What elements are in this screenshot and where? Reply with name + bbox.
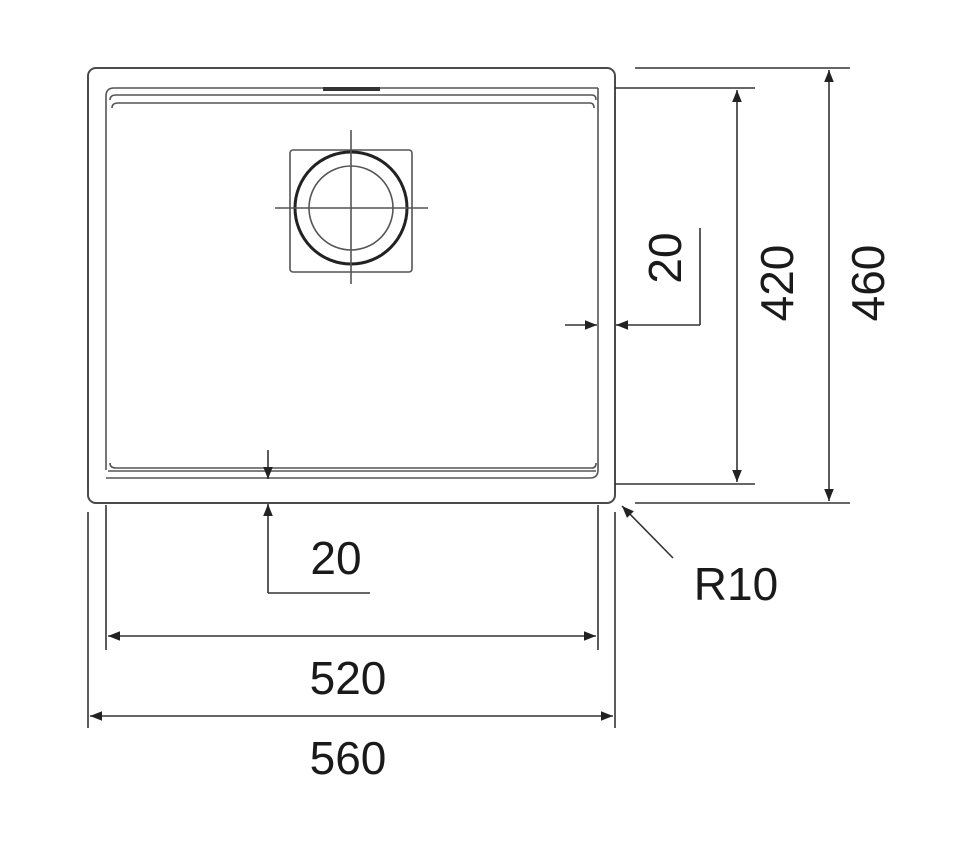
dimension-outer-depth: 460 bbox=[824, 70, 894, 501]
dimension-side-offset: 20 bbox=[565, 228, 701, 330]
side-offset-label: 20 bbox=[639, 232, 691, 283]
basin bbox=[105, 87, 599, 479]
outer-depth-label: 460 bbox=[842, 245, 894, 322]
extension-lines bbox=[87, 67, 850, 728]
drain bbox=[275, 130, 428, 284]
inner-width-label: 520 bbox=[310, 652, 387, 704]
corner-radius-callout: R10 bbox=[621, 505, 778, 610]
dimension-inner-width: 520 bbox=[108, 631, 596, 704]
dimension-inner-depth: 420 bbox=[732, 90, 803, 482]
dimension-bottom-offset: 20 bbox=[263, 450, 370, 594]
outer-width-label: 560 bbox=[310, 732, 387, 784]
outer-rim bbox=[87, 67, 616, 504]
inner-depth-label: 420 bbox=[751, 245, 803, 322]
bottom-offset-label: 20 bbox=[310, 532, 361, 584]
overflow-slot bbox=[323, 87, 380, 91]
sink-outline bbox=[87, 67, 616, 504]
dimension-outer-width: 560 bbox=[90, 711, 613, 784]
corner-radius-label: R10 bbox=[694, 558, 778, 610]
